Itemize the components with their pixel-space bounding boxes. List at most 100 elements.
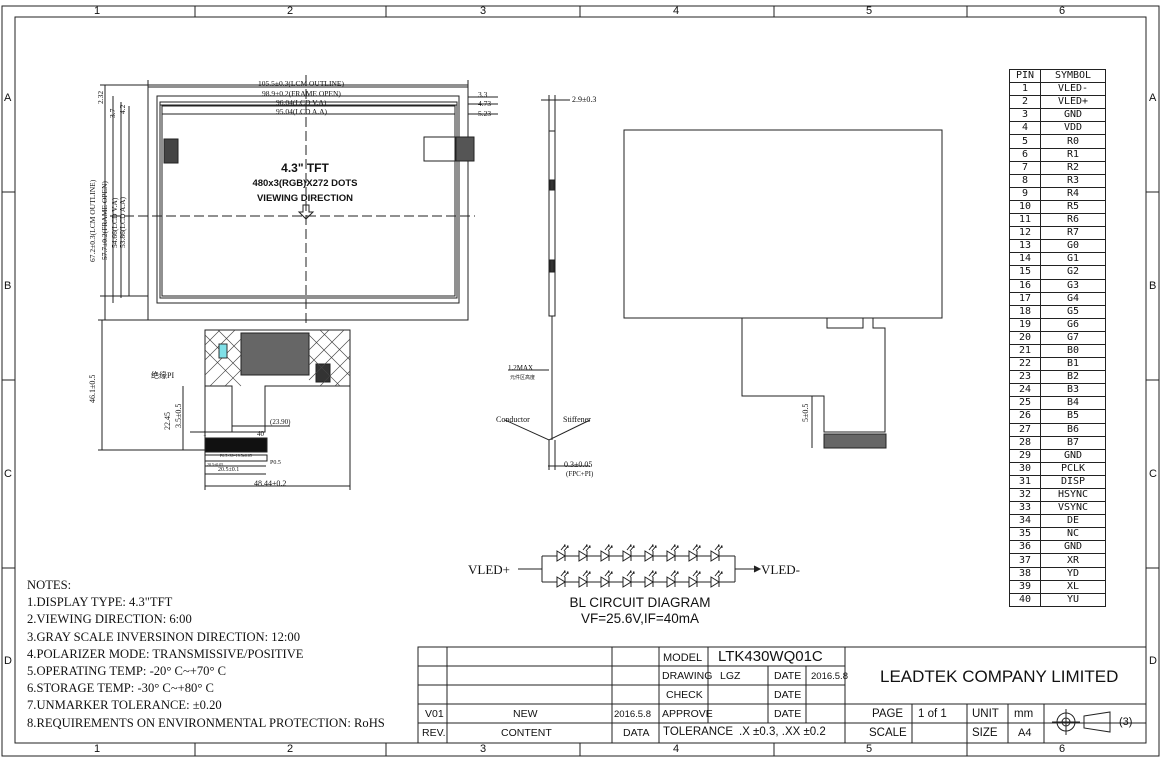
- pin-number: 13: [1009, 239, 1041, 254]
- date-label-3: DATE: [774, 708, 802, 720]
- col-label: 3: [480, 5, 487, 17]
- page-label: PAGE: [872, 708, 904, 720]
- pin-number: 40: [1009, 592, 1041, 607]
- pin-symbol: VLED+: [1040, 95, 1106, 110]
- pin-symbol: VSYNC: [1040, 501, 1106, 516]
- rev-content: NEW: [513, 708, 538, 720]
- label-insulation: 绝缘PI: [151, 371, 175, 380]
- pin-number: 23: [1009, 370, 1041, 385]
- pin-symbol: R5: [1040, 199, 1106, 215]
- projection-symbol-icon: [1052, 709, 1111, 735]
- panel-title-view: VIEWING DIRECTION: [256, 193, 354, 204]
- pin-symbol: G4: [1040, 291, 1106, 306]
- dim-tail-1: 22.45: [163, 412, 172, 430]
- size-value: A4: [1018, 727, 1032, 739]
- pin-symbol: B7: [1040, 435, 1106, 450]
- dim-tail-48: 48.44±0.2: [254, 479, 287, 488]
- pin-symbol: R2: [1040, 160, 1106, 175]
- rev-label: REV.: [422, 727, 446, 739]
- drawing-label: DRAWING: [662, 670, 713, 682]
- pin-number: 33: [1009, 501, 1041, 516]
- panel-title-res: 480x3(RGB)X272 DOTS: [252, 178, 358, 189]
- pin-symbol: B3: [1040, 383, 1106, 398]
- pin-symbol: YU: [1040, 592, 1106, 607]
- dim-frame-open: 98.9±0.2(FRAME OPEN): [262, 89, 341, 98]
- pin-number: 36: [1009, 540, 1041, 555]
- drawing-date: 2016.5.8: [811, 671, 848, 682]
- pin-symbol: B2: [1040, 370, 1106, 385]
- pin-number: 5: [1009, 134, 1041, 149]
- dim-fpc: 0.3±0.05: [564, 460, 593, 469]
- content-label: CONTENT: [501, 727, 552, 739]
- pin-symbol: G1: [1040, 252, 1106, 267]
- tolerance-value: .X ±0.3, .XX ±0.2: [739, 726, 826, 738]
- col-label: 4: [673, 743, 680, 755]
- pin-number: 3: [1009, 108, 1041, 123]
- dim-tail-pitch: P0.5: [270, 460, 281, 466]
- scale-label: SCALE: [869, 727, 907, 739]
- pin-number: 12: [1009, 226, 1041, 241]
- dim-lcm-outline: 105.5±0.3(LCM OUTLINE): [258, 79, 344, 88]
- pin-symbol: PCLK: [1040, 461, 1106, 476]
- pin-number: 32: [1009, 487, 1041, 503]
- pin-number: 16: [1009, 278, 1041, 293]
- pin-symbol: XR: [1040, 553, 1106, 568]
- led-diode-icon: [578, 570, 591, 588]
- back-view: [623, 129, 943, 449]
- data-label: DATA: [623, 727, 650, 739]
- col-label: 3: [480, 743, 487, 755]
- dim-v-aa: 53.86(LCD A.A): [118, 196, 127, 248]
- pin-symbol: R3: [1040, 173, 1106, 188]
- pin-number: 2: [1009, 95, 1041, 110]
- label-stiffener: Stiffener: [563, 415, 591, 424]
- frame-grid-ticks: [2, 6, 1159, 756]
- dim-max-sub: 元件区高度: [510, 376, 536, 381]
- pin-number: 21: [1009, 343, 1041, 359]
- pin-number: 31: [1009, 474, 1041, 490]
- pin-number: 8: [1009, 173, 1041, 188]
- circuit-caption: BL CIRCUIT DIAGRAM VF=25.6V,IF=40mA: [540, 595, 740, 627]
- circuit-spec: VF=25.6V,IF=40mA: [580, 611, 700, 626]
- note-item: 1.DISPLAY TYPE: 4.3"TFT: [27, 595, 173, 610]
- dim-right-1: 3.3: [478, 90, 488, 99]
- dim-max: 1.2MAX: [508, 364, 534, 372]
- led-string-bottom: [556, 570, 723, 588]
- front-view: [98, 75, 498, 490]
- pin-symbol: B0: [1040, 343, 1106, 359]
- pin-number: 39: [1009, 579, 1041, 594]
- pin-symbol: XL: [1040, 579, 1106, 594]
- header-symbol: SYMBOL: [1040, 68, 1106, 84]
- pin-number: 27: [1009, 422, 1041, 437]
- rev-code: V01: [425, 708, 444, 720]
- pin-symbol: B1: [1040, 357, 1106, 372]
- dim-fpc-sub: (FPC+PI): [566, 470, 594, 478]
- notes-block: NOTES: 1.DISPLAY TYPE: 4.3"TFT 2.VIEWING…: [27, 577, 385, 732]
- pin-number: 1: [1009, 82, 1041, 97]
- check-label: CHECK: [666, 689, 703, 701]
- led-diode-icon: [688, 544, 701, 562]
- pin-symbol: R7: [1040, 226, 1106, 241]
- pin-number: 20: [1009, 330, 1041, 345]
- pin-number: 9: [1009, 186, 1041, 201]
- dim-left-2: 3.7: [108, 108, 117, 118]
- pin-symbol: GND: [1040, 108, 1106, 123]
- pin-number: 7: [1009, 160, 1041, 175]
- projection-ref: (3): [1119, 716, 1133, 728]
- size-label: SIZE: [972, 727, 998, 739]
